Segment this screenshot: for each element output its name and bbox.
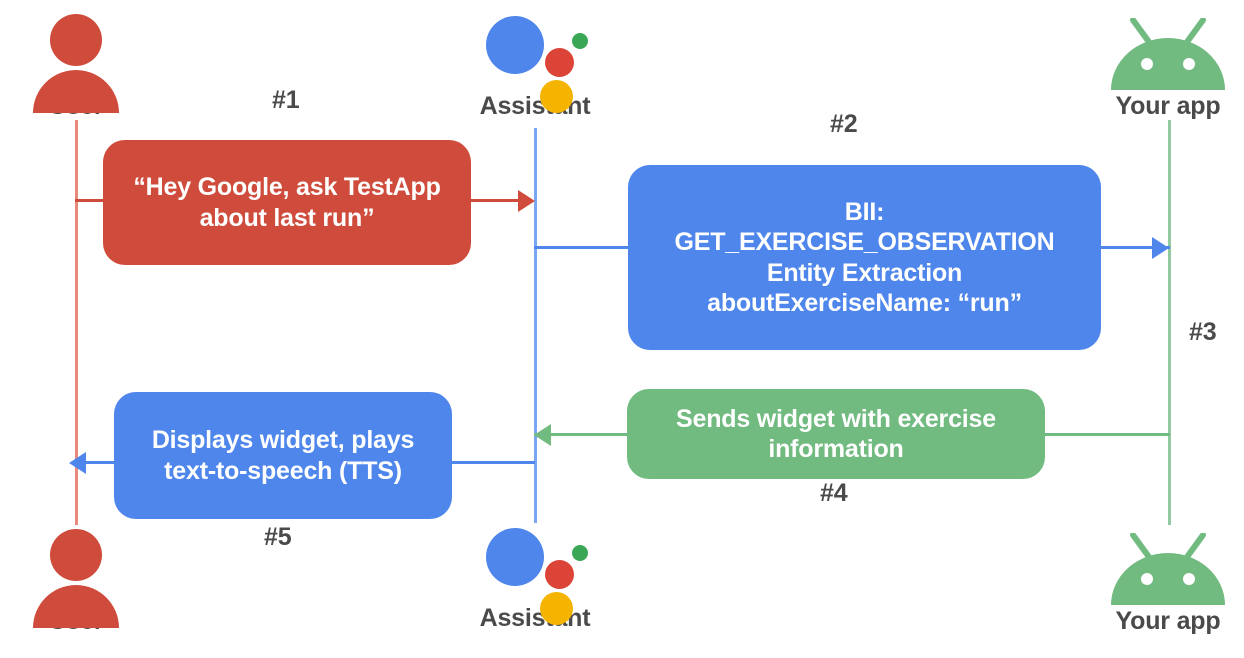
message-text-step-5: Displays widget, plays text-to-speech (T… [128,425,438,486]
message-text-step-2: BII: GET_EXERCISE_OBSERVATION Entity Ext… [642,197,1087,319]
assistant-green-dot-icon [572,545,588,561]
step-label-3: #3 [1189,318,1217,346]
assistant-blue-dot-icon [486,16,544,74]
message-text-step-4-line-1: Sends widget with exercise [676,404,996,433]
assistant-blue-dot-icon [486,528,544,586]
arrowhead-step-1 [518,190,535,212]
step-label-5: #5 [264,523,292,551]
message-text-step-2-line-1: BII: [844,197,885,226]
actor-user-top: User [1,8,151,119]
arrowhead-step-4 [534,424,551,446]
message-text-step-5-line-2: text-to-speech (TTS) [164,456,402,485]
android-icon [1111,18,1225,90]
actor-label-assistant-top: Assistant [479,92,591,120]
step-label-2: #2 [830,110,858,138]
google-assistant-icon [460,8,610,113]
lifeline-your-app [1168,120,1171,525]
assistant-yellow-dot-icon [540,592,573,625]
person-icon [1,523,151,628]
lifeline-assistant [534,128,537,523]
arrowhead-step-2 [1152,237,1169,259]
actor-label-your-app-bottom: Your app [1115,607,1221,635]
actor-label-assistant-bottom: Assistant [479,604,591,632]
message-text-step-2-line-3: Entity Extraction [766,258,963,287]
arrowhead-step-5 [69,452,86,474]
step-label-1: #1 [272,86,300,114]
message-text-step-2-line-4: aboutExerciseName: “run” [707,289,1022,317]
message-box-step-5[interactable]: Displays widget, plays text-to-speech (T… [114,392,452,519]
message-box-step-4[interactable]: Sends widget with exercise information [627,389,1045,479]
step-label-4: #4 [820,479,848,507]
assistant-green-dot-icon [572,33,588,49]
message-box-step-2[interactable]: BII: GET_EXERCISE_OBSERVATION Entity Ext… [628,165,1101,350]
google-assistant-icon [460,520,610,625]
actor-assistant-top: Assistant [460,8,610,119]
assistant-yellow-dot-icon [540,80,573,113]
actor-your-app-bottom: Your app [1093,523,1243,634]
message-text-step-4-line-2: information [768,435,904,463]
message-text-step-5-line-1: Displays widget, plays [151,426,415,454]
actor-user-bottom: User [1,523,151,634]
actor-your-app-top: Your app [1093,8,1243,119]
person-head-shape [50,14,102,66]
person-body-shape [33,70,119,113]
lifeline-user [75,120,78,525]
assistant-red-dot-icon [545,48,574,77]
assistant-red-dot-icon [545,560,574,589]
message-box-step-1[interactable]: “Hey Google, ask TestApp about last run” [103,140,471,265]
person-body-shape [33,585,119,628]
android-icon [1111,533,1225,605]
actor-assistant-bottom: Assistant [460,520,610,631]
message-text-step-4: Sends widget with exercise information [641,404,1031,465]
person-icon [1,8,151,113]
message-text-step-1: “Hey Google, ask TestApp about last run” [133,173,441,232]
actor-label-your-app-top: Your app [1115,92,1221,120]
person-head-shape [50,529,102,581]
message-text-step-2-line-2: GET_EXERCISE_OBSERVATION [674,228,1055,256]
